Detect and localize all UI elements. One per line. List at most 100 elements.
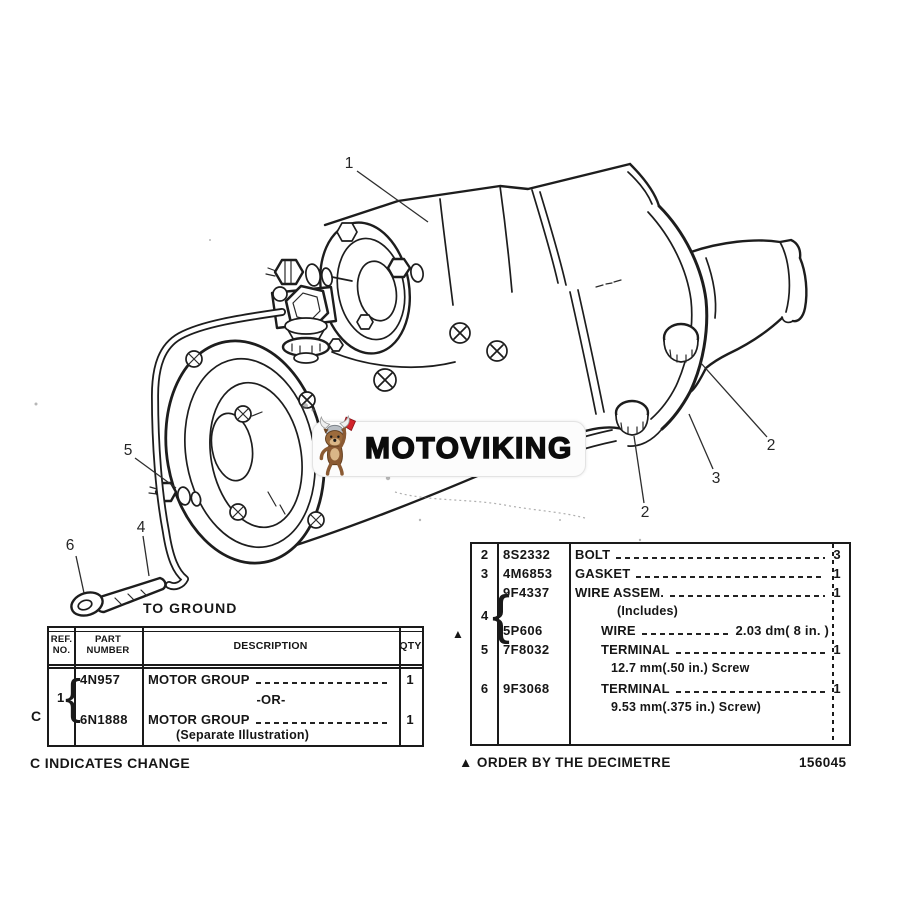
leader-1 bbox=[356, 170, 429, 223]
stud-washer bbox=[410, 263, 424, 283]
disc-rim-nut bbox=[328, 338, 344, 352]
table-row-or: -OR- bbox=[49, 692, 422, 709]
dog-leg-left bbox=[325, 462, 333, 476]
header-ref-line1: REF. bbox=[50, 634, 73, 645]
terminal-lower bbox=[270, 284, 338, 364]
column-divider bbox=[74, 628, 76, 745]
quantity: 1 bbox=[406, 712, 414, 727]
solenoid-disc-ring bbox=[336, 237, 406, 341]
dog-eye-right bbox=[337, 435, 340, 438]
bolt-knurl bbox=[669, 349, 693, 363]
solenoid-rear-seam bbox=[531, 189, 567, 286]
disc-rim-nut bbox=[336, 222, 358, 242]
change-footnote: C INDICATES CHANGE bbox=[30, 755, 191, 771]
leader-dashes bbox=[616, 557, 825, 559]
motor-group-table: REF. NO. PART NUMBER DESCRIPTION QTY 1 {… bbox=[47, 626, 424, 747]
callout-2-upper: 2 bbox=[767, 437, 776, 454]
header-qty: QTY bbox=[399, 640, 422, 652]
description-text: WIRE bbox=[601, 623, 636, 638]
terminal-stud-second bbox=[386, 257, 424, 283]
description: MOTOR GROUP bbox=[148, 672, 394, 687]
hex-facets bbox=[284, 260, 292, 284]
callout-leaders bbox=[75, 170, 768, 594]
callout-5: 5 bbox=[124, 442, 133, 459]
to-ground-label: TO GROUND bbox=[143, 600, 237, 616]
disc-rim-nut bbox=[356, 314, 374, 330]
note-text: (Separate Illustration) bbox=[176, 728, 310, 742]
table-row-note: (Includes) bbox=[472, 604, 849, 621]
order-footnote: ▲ ORDER BY THE DECIMETRE bbox=[459, 755, 671, 770]
description: TERMINAL bbox=[575, 681, 829, 696]
part-number: 8S2332 bbox=[503, 547, 551, 562]
ref-group-number: 4 bbox=[481, 608, 489, 623]
part-number: 4M6853 bbox=[503, 566, 553, 581]
body-shoulder-line bbox=[331, 351, 456, 369]
ref-number: 6 bbox=[480, 681, 489, 696]
rim-bolt-slot bbox=[310, 514, 322, 526]
bolt-knurl bbox=[620, 421, 644, 434]
document-number: 156045 bbox=[799, 755, 847, 770]
quantity: 1 bbox=[833, 585, 841, 600]
ring-terminal bbox=[70, 591, 104, 617]
description-note: (Separate Illustration) bbox=[148, 728, 394, 742]
washer-base bbox=[293, 352, 319, 364]
change-mark: C bbox=[31, 708, 42, 724]
description: WIRE 2.03 dm( 8 in. ) bbox=[575, 623, 829, 638]
bolt-band bbox=[663, 339, 699, 363]
ground-wire bbox=[151, 308, 286, 591]
body-stamp-marks bbox=[595, 279, 622, 288]
table-row: 6N1888 MOTOR GROUP 1 bbox=[49, 712, 422, 729]
table-row: 5 7F8032 TERMINAL 1 bbox=[472, 642, 849, 659]
flange-bolt-upper bbox=[662, 322, 700, 363]
scan-noise bbox=[34, 239, 642, 542]
quantity: 1 bbox=[833, 681, 841, 696]
drive-end-housing bbox=[614, 204, 808, 447]
description-text: TERMINAL bbox=[601, 642, 670, 657]
gasket-seam bbox=[569, 289, 605, 415]
helmet-horn-right bbox=[339, 414, 350, 428]
nose-cone-tip-inner bbox=[779, 241, 794, 324]
description-text: MOTOR GROUP bbox=[148, 672, 250, 687]
ref-number: 5 bbox=[480, 642, 489, 657]
stud-hex-nut bbox=[273, 258, 305, 286]
header-description: DESCRIPTION bbox=[233, 640, 308, 652]
description-text: GASKET bbox=[575, 566, 631, 581]
cross-screw-slot bbox=[453, 326, 467, 340]
dog-arm-left bbox=[319, 446, 331, 461]
column-divider bbox=[399, 628, 401, 745]
description-text: BOLT bbox=[575, 547, 611, 562]
flange-bottom-ear bbox=[627, 428, 663, 447]
leader-dashes bbox=[641, 633, 732, 635]
leader-dashes bbox=[636, 576, 825, 578]
stud-washer bbox=[320, 267, 334, 287]
ring-terminal-hole bbox=[77, 599, 93, 611]
callout-3: 3 bbox=[712, 470, 721, 487]
motoviking-watermark: MOTOVIKING bbox=[312, 414, 586, 477]
dog-eye-left bbox=[329, 435, 333, 438]
dog-ear-left bbox=[323, 428, 329, 434]
ref-group-brace: { bbox=[65, 671, 82, 724]
part-number: 9F4337 bbox=[503, 585, 550, 600]
description: TERMINAL bbox=[575, 642, 829, 657]
helmet-horn-left bbox=[319, 415, 331, 429]
terminal-ball-washer bbox=[272, 286, 288, 302]
description: WIRE ASSEM. bbox=[575, 585, 829, 600]
rim-bolt-slot bbox=[232, 506, 244, 518]
description-note: 12.7 mm(.50 in.) Screw bbox=[575, 661, 829, 675]
ground-strap bbox=[70, 576, 167, 617]
wire-core bbox=[152, 309, 285, 589]
callout-4: 4 bbox=[137, 519, 146, 536]
description: GASKET bbox=[575, 566, 829, 581]
end-cap bbox=[148, 339, 326, 565]
table-row-note: (Separate Illustration) bbox=[49, 728, 422, 745]
or-text: -OR- bbox=[256, 692, 286, 707]
washer-knurl bbox=[291, 343, 321, 354]
face-detail-marks bbox=[251, 411, 286, 515]
brand-wordmark: MOTOVIKING bbox=[364, 431, 573, 466]
table-row: 9F4337 WIRE ASSEM. 1 bbox=[472, 585, 849, 602]
header-part-line2: NUMBER bbox=[86, 644, 130, 656]
quantity: 1 bbox=[833, 642, 841, 657]
header-double-rule bbox=[49, 667, 422, 669]
scan-scratch bbox=[394, 491, 586, 519]
